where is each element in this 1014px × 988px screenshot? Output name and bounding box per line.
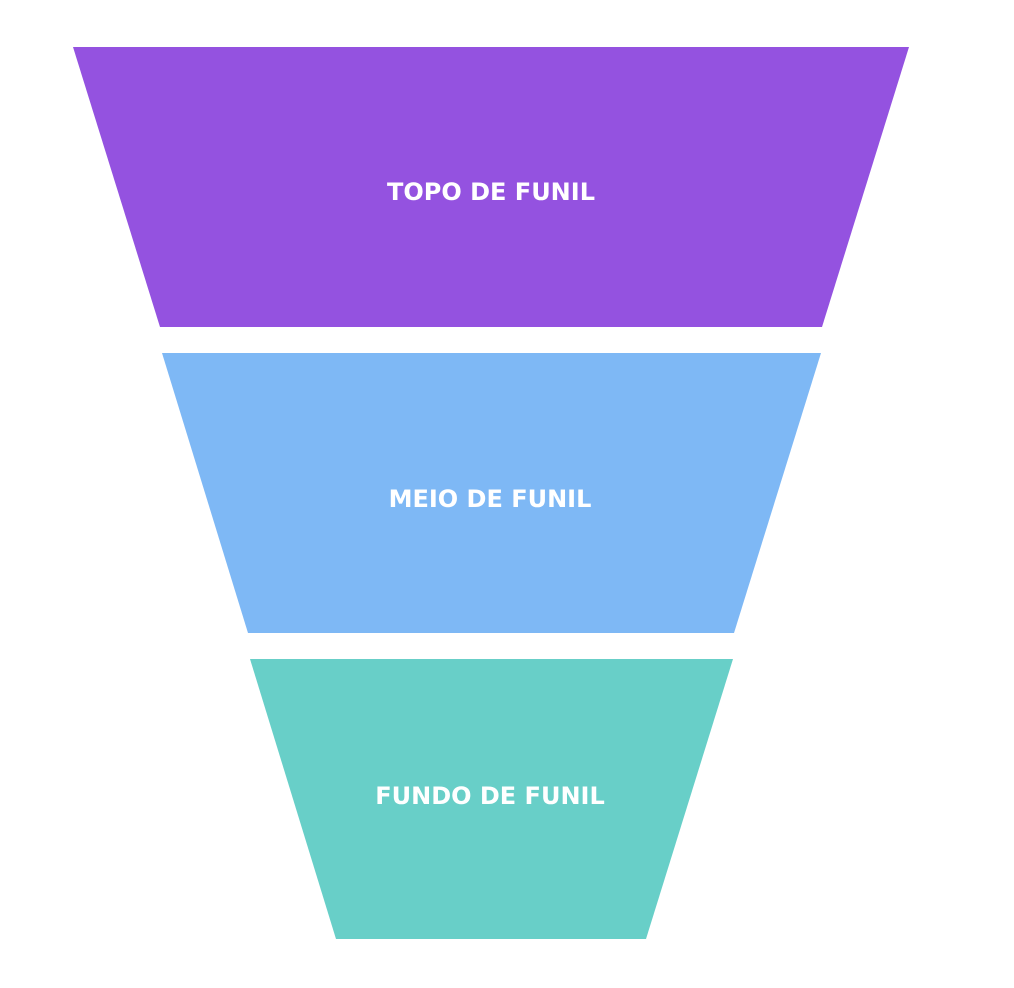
stage-label: TOPO DE FUNIL (387, 178, 595, 206)
funnel-stage-top: TOPO DE FUNIL (73, 47, 909, 327)
stage-shape (250, 659, 733, 939)
stage-label: MEIO DE FUNIL (389, 485, 592, 513)
stage-label: FUNDO DE FUNIL (375, 782, 605, 810)
stage-shape (73, 47, 909, 327)
stage-shape (162, 353, 821, 633)
funnel-stage-bottom: FUNDO DE FUNIL (250, 659, 733, 939)
funnel-stage-middle: MEIO DE FUNIL (162, 353, 821, 633)
